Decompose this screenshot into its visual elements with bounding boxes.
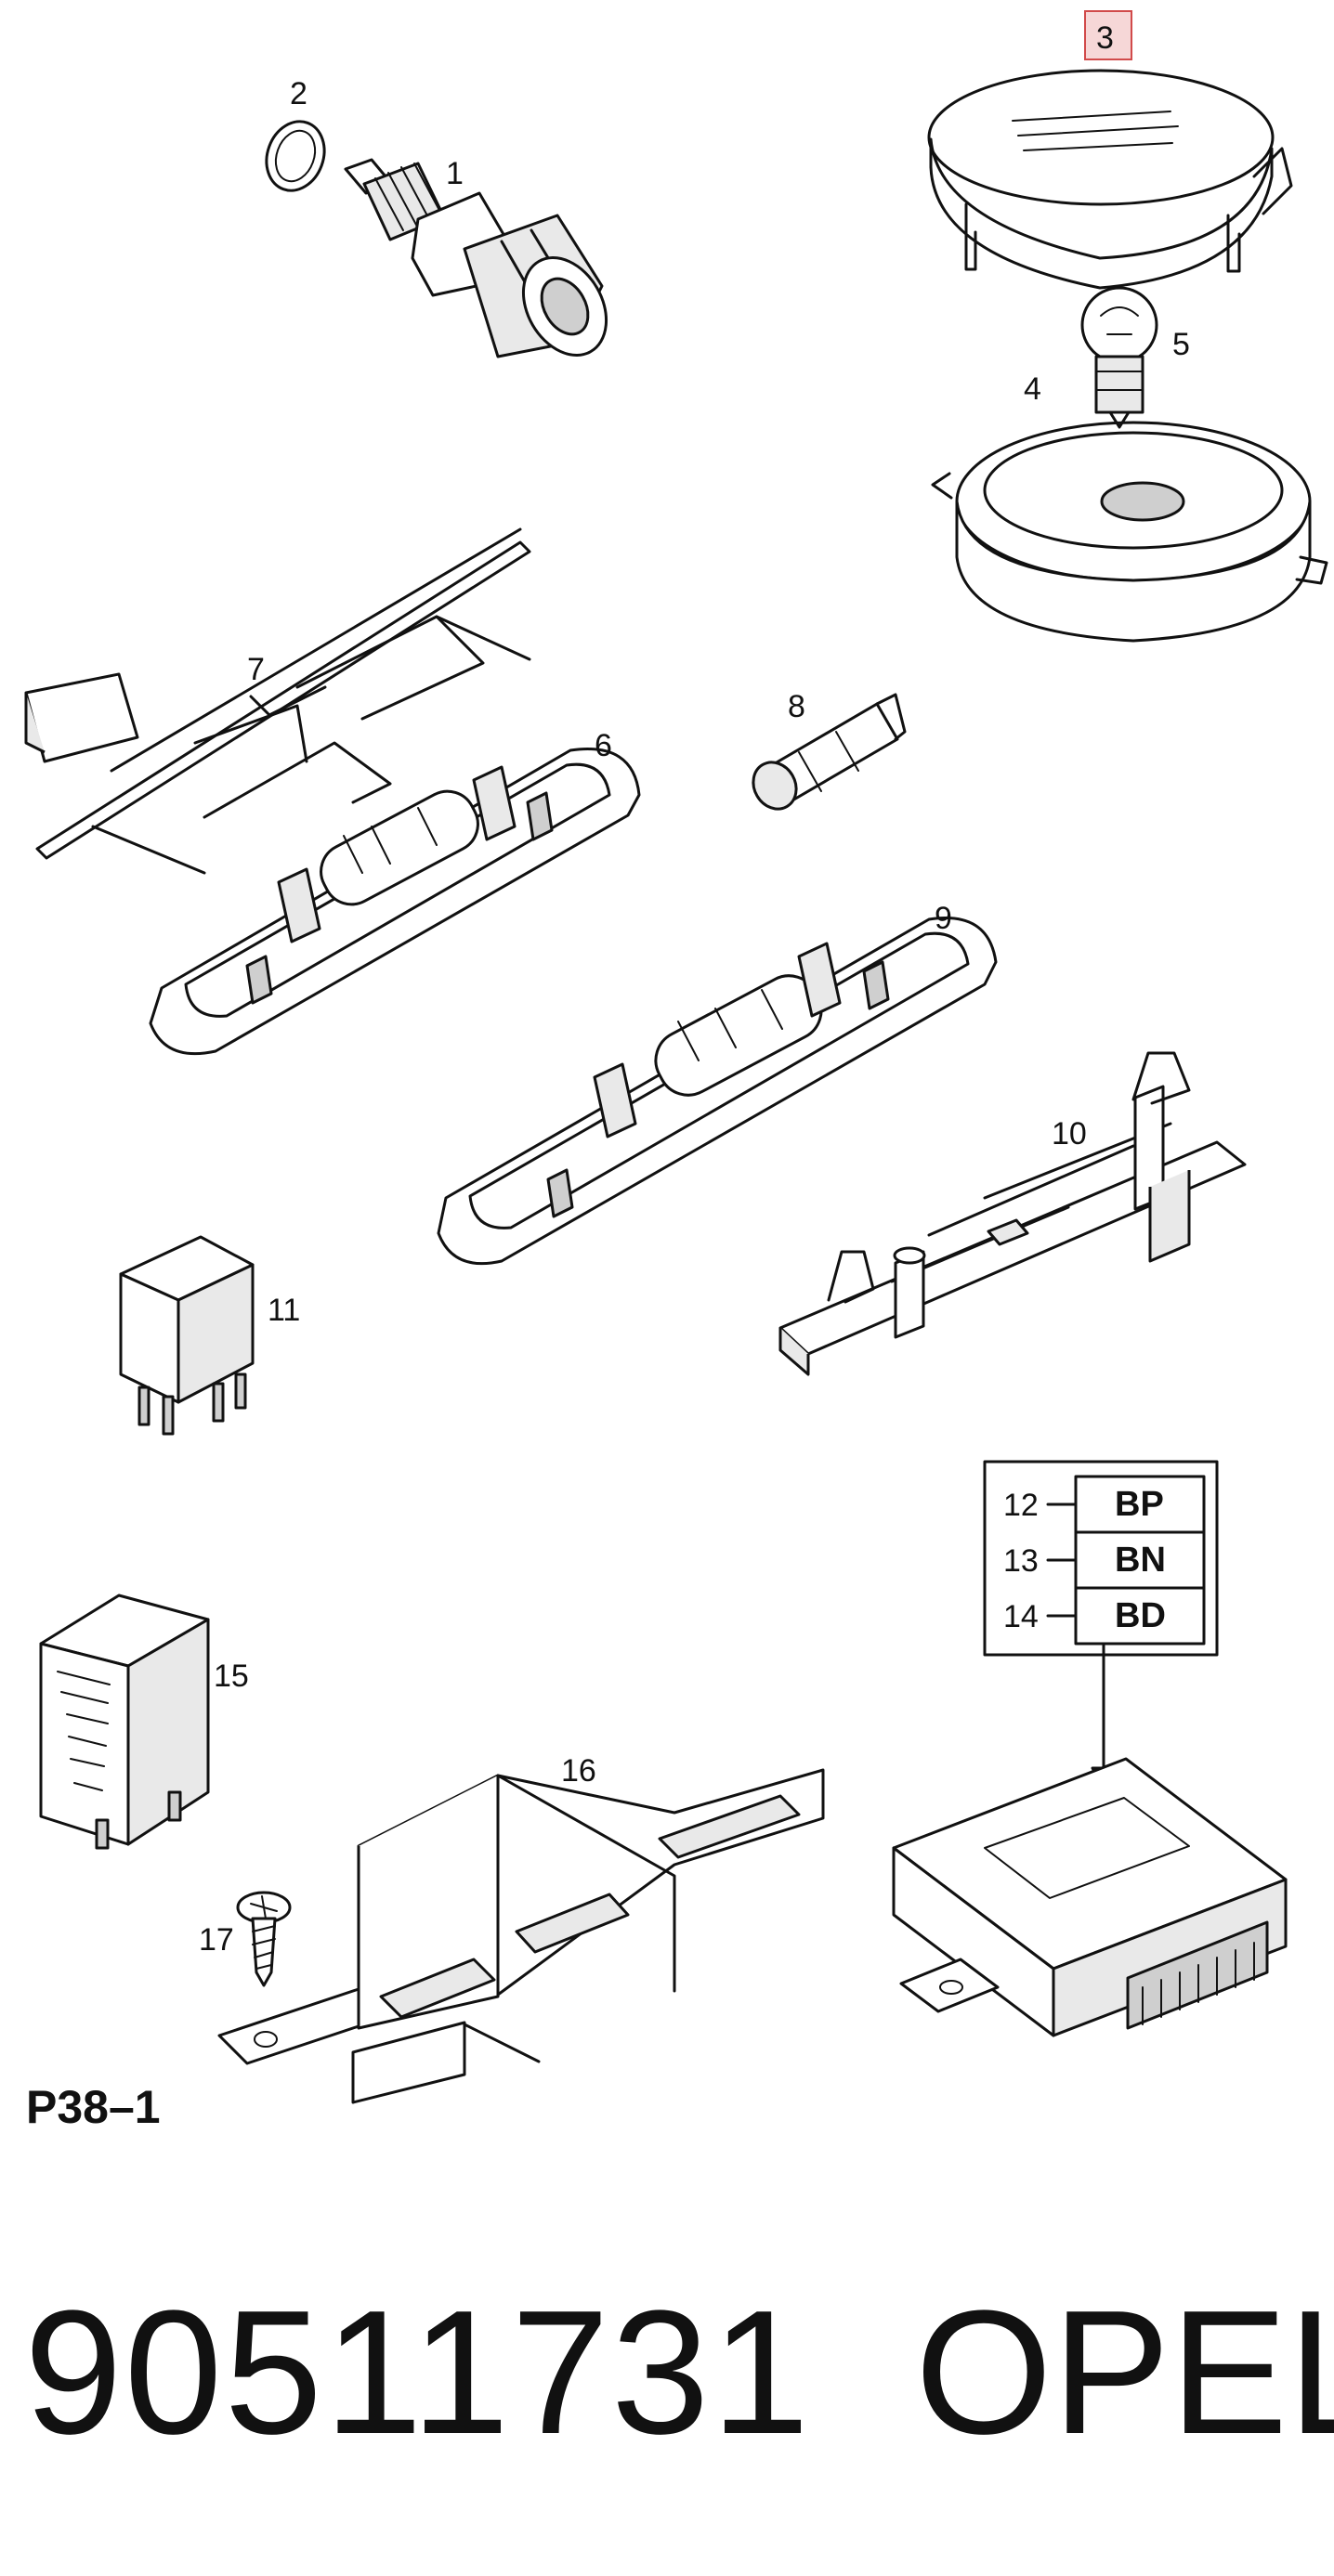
part-10-lamp-carrier[interactable] <box>778 1051 1247 1376</box>
part-label-7: 7 <box>247 652 265 687</box>
part-7-bracket[interactable] <box>24 527 531 875</box>
connector-code-bd: BD <box>1115 1596 1166 1635</box>
part-label-14: 14 <box>1003 1599 1039 1634</box>
part-label-2: 2 <box>290 76 307 111</box>
diagram-reference-code: P38–1 <box>26 2081 161 2133</box>
part-label-16: 16 <box>561 1753 596 1789</box>
part-label-6: 6 <box>595 728 612 763</box>
part-8-festoon-bulb[interactable] <box>745 693 907 817</box>
brand-name: OPEL <box>915 2274 1334 2471</box>
part-label-15: 15 <box>214 1659 249 1694</box>
connector-code-bp: BP <box>1115 1485 1164 1524</box>
connector-code-bn: BN <box>1115 1541 1166 1580</box>
part-5-bulb[interactable] <box>1080 286 1158 429</box>
part-2-o-ring[interactable] <box>257 113 334 199</box>
part-label-5: 5 <box>1172 327 1190 362</box>
part-number: 90511731 <box>24 2274 812 2471</box>
part-6-plate-lamp[interactable] <box>149 748 641 1056</box>
part-label-8: 8 <box>788 689 805 724</box>
part-label-1: 1 <box>446 156 464 191</box>
part-3-selection-box <box>1084 10 1132 60</box>
part-15-flasher-unit[interactable] <box>39 1594 210 1850</box>
control-module[interactable] <box>892 1757 1288 2037</box>
part-label-3: 3 <box>1096 20 1114 56</box>
part-label-13: 13 <box>1003 1543 1039 1579</box>
part-16-lamp-bracket[interactable] <box>217 1768 825 2104</box>
part-label-4: 4 <box>1024 371 1041 407</box>
part-9-plate-lamp[interactable] <box>437 917 998 1266</box>
part-1-temperature-sensor[interactable] <box>344 158 623 370</box>
part-3-lamp-lens[interactable] <box>927 69 1293 290</box>
part-label-17: 17 <box>199 1922 234 1958</box>
part-4-lamp-housing[interactable] <box>931 421 1328 643</box>
part-11-relay[interactable] <box>119 1235 255 1436</box>
part-label-11: 11 <box>268 1293 300 1328</box>
part-label-10: 10 <box>1052 1116 1087 1151</box>
part-17-screw[interactable] <box>236 1891 292 1987</box>
part-label-9: 9 <box>935 901 952 936</box>
part-label-12: 12 <box>1003 1488 1039 1523</box>
